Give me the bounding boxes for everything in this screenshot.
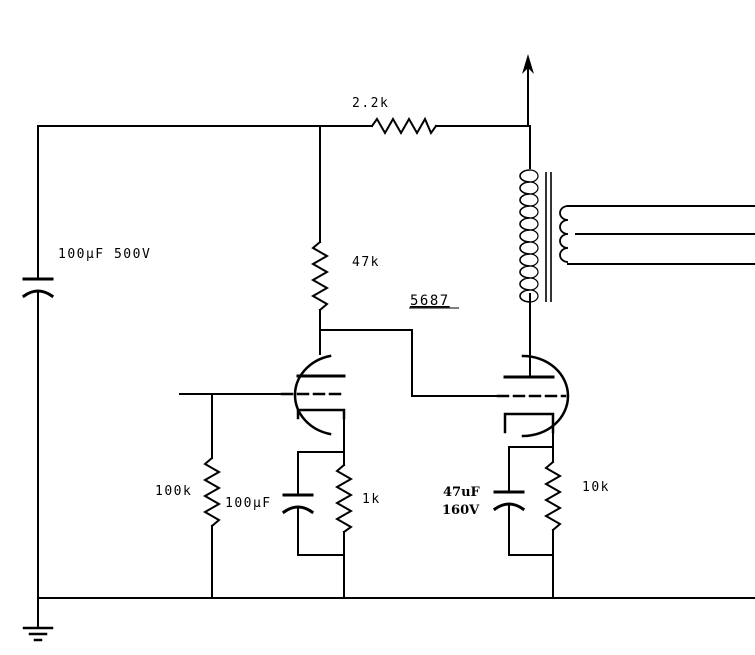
- resistor-10k: [543, 460, 563, 532]
- resistor-1k: [334, 463, 354, 534]
- label-r-100k: 100k: [155, 484, 192, 499]
- resistor-47k: [310, 240, 330, 312]
- resistor-2k2: [370, 116, 438, 136]
- capacitor-47uf: [492, 490, 526, 512]
- triode-tube-2: [496, 354, 570, 438]
- label-tube-5687: 5687: [410, 293, 450, 309]
- label-r-10k: 10k: [582, 480, 610, 495]
- capacitor-100uf-500v: [21, 277, 55, 299]
- triode-tube-1: [280, 354, 346, 436]
- resistor-100k: [202, 456, 222, 528]
- bplus-arrow: [522, 54, 534, 74]
- ground-icon: [22, 626, 54, 642]
- label-c-47uf-voltage: 160V: [442, 503, 480, 518]
- capacitor-100uf: [281, 493, 315, 515]
- label-r-1k: 1k: [362, 492, 381, 507]
- label-r-2k2: 2.2k: [352, 96, 389, 111]
- label-c-47uf-value: 47uF: [443, 485, 481, 500]
- output-transformer: [519, 169, 569, 303]
- label-c-100uf-500v: 100µF 500V: [58, 247, 151, 262]
- wires: [37, 61, 755, 629]
- label-c-100uf: 100µF: [225, 496, 272, 511]
- label-r-47k: 47k: [352, 255, 380, 270]
